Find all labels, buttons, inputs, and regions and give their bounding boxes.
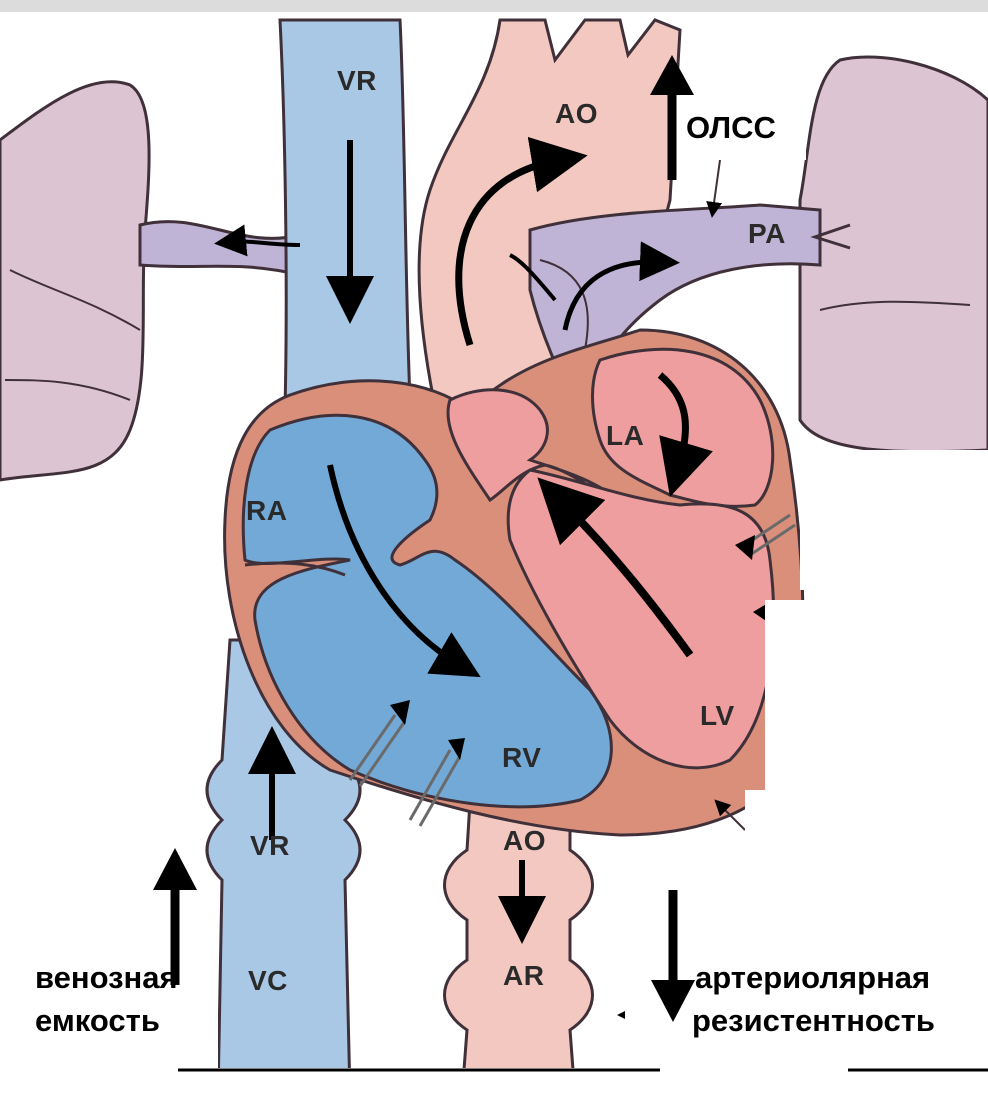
label-vr-top: VR xyxy=(337,65,377,97)
label-ao-bottom: AO xyxy=(503,825,546,857)
label-ar: AR xyxy=(503,960,544,992)
annotation-venous-capacity-line2: емкость xyxy=(35,1003,160,1039)
venous-up-arrow-head xyxy=(153,848,197,890)
annotation-arteriolar-resistance-line2: резистентность xyxy=(692,1003,935,1039)
label-ao-top: AO xyxy=(555,98,598,130)
mask-bottom-strip xyxy=(218,1068,625,1096)
mask-right-bottom xyxy=(745,790,988,850)
annotation-olss: ОЛСС xyxy=(686,110,776,146)
mask-left-text xyxy=(0,900,218,1096)
annotation-arteriolar-resistance-line1: артериолярная xyxy=(695,960,930,996)
label-la: LA xyxy=(606,420,644,452)
mask-right-mid xyxy=(800,450,988,590)
label-pa: PA xyxy=(748,218,786,250)
label-rv: RV xyxy=(502,742,541,774)
pointer-pa xyxy=(713,160,720,210)
left-pulmonary-vessel xyxy=(140,222,300,275)
label-lv: LV xyxy=(700,700,735,732)
right-lung xyxy=(800,57,988,452)
label-vc: VC xyxy=(248,965,288,997)
top-frame-band xyxy=(0,0,988,12)
mask-right-lower xyxy=(765,600,988,790)
label-vr-bottom: VR xyxy=(250,830,290,862)
annotation-venous-capacity-line1: венозная xyxy=(35,960,178,996)
label-ra: RA xyxy=(246,495,287,527)
left-lung xyxy=(0,82,149,480)
